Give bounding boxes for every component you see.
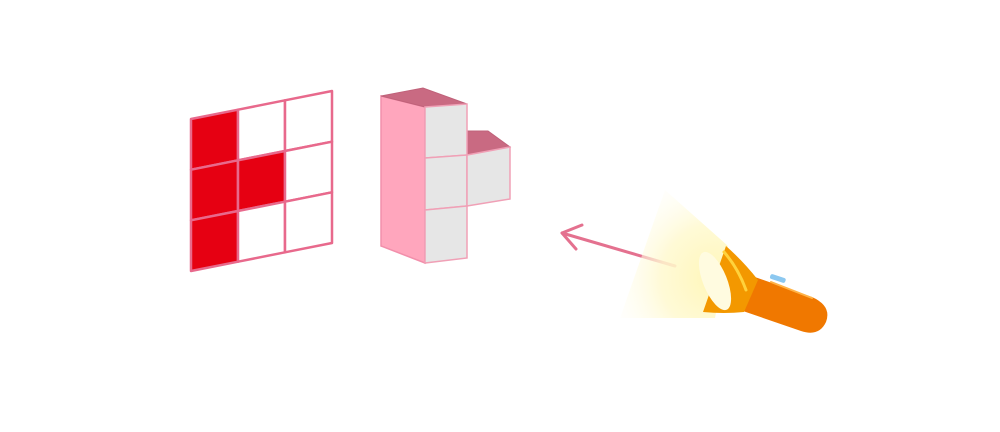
shadow-grid — [189, 89, 334, 273]
block-figure — [380, 87, 512, 265]
front-cube-side — [466, 146, 511, 207]
light-beam — [620, 190, 728, 318]
flashlight-icon — [620, 190, 828, 333]
front-cube-top — [424, 103, 468, 159]
block-side-face — [380, 95, 426, 265]
flashlight-body — [740, 276, 828, 333]
shadow-cell-empty — [283, 191, 334, 254]
shadow-cell-filled — [189, 209, 240, 273]
shadow-cell-empty — [236, 200, 287, 263]
front-cube-bottom — [424, 205, 468, 264]
front-cube-middle — [424, 154, 468, 211]
flashlight-switch — [769, 274, 786, 283]
flashlight-lens — [698, 251, 732, 311]
